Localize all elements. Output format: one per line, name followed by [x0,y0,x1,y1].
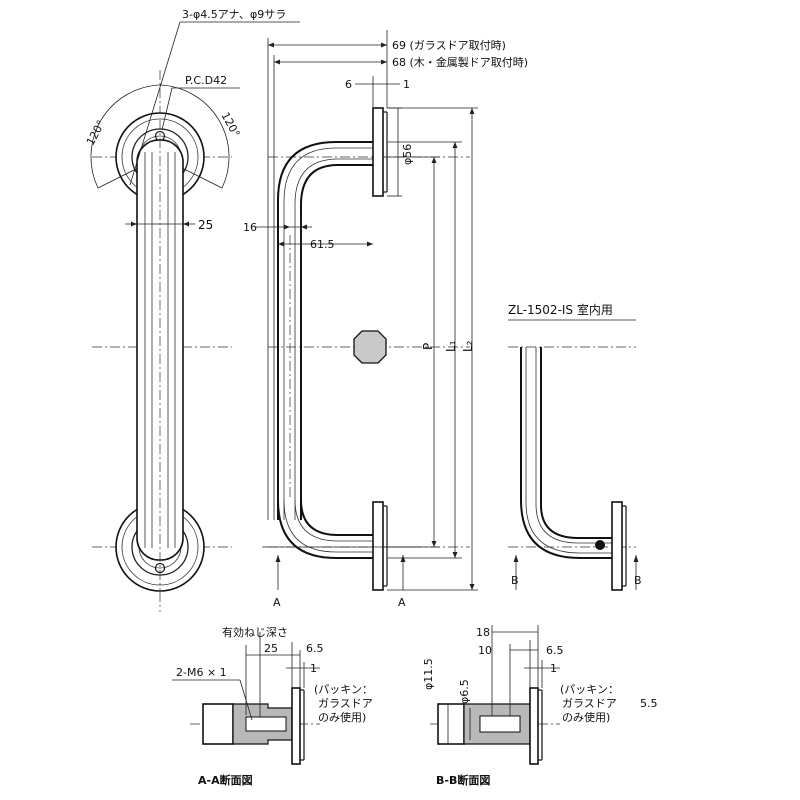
label-dim-L1: L₁ [444,340,458,352]
label-bb-10: 10 [478,644,492,657]
top-flange [372,107,384,197]
label-pcd: P.C.D42 [185,74,227,87]
label-bb-18: 18 [476,626,490,639]
label-hole-spec: 3-φ4.5アナ、φ9サラ [182,8,286,21]
label-dim-1-top: 1 [403,78,410,91]
label-section-a-right: A [398,596,406,609]
label-aa-1: 1 [310,662,317,675]
label-dim-68: 68 (木・金属製ドア取付時) [392,55,528,69]
label-section-a-left: A [273,596,281,609]
label-bb-1: 1 [550,662,557,675]
label-bb-note-2: ガラスドア [562,697,617,710]
label-angle-left: 120° [84,118,108,148]
label-bb-phi11-5: φ11.5 [422,658,435,690]
label-aa-m6: 2-M6 × 1 [176,666,227,679]
section-b-b: 18 10 6.5 1 φ11.5 φ6.5 (パッキン： ガラスドア のみ使用… [422,625,658,787]
label-dim-61-5: 61.5 [310,238,335,251]
label-dim-phi56: φ56 [401,144,414,165]
bottom-flange [372,501,384,591]
label-variant-title: ZL-1502-IS 室内用 [508,302,613,317]
label-dim-16: 16 [243,221,257,234]
label-aa-25: 25 [264,642,278,655]
label-aa-title: A-A断面図 [198,773,253,787]
label-bb-5-5: 5.5 [640,697,658,710]
label-bb-note-1: (パッキン： [560,683,619,696]
label-dim-6: 6 [345,78,352,91]
side-view: 69 (ガラスドア取付時) 68 (木・金属製ドア取付時) 6 1 φ56 16… [243,30,528,609]
label-bb-title: B-B断面図 [436,773,490,787]
label-aa-note-2: ガラスドア [318,697,373,710]
label-aa-note-1: (パッキン： [314,683,373,696]
label-dim-L2: L₂ [461,340,475,352]
label-section-b-left: B [511,574,519,587]
label-section-b-right: B [634,574,642,587]
label-dim-P: P [421,343,435,350]
label-aa-6-5: 6.5 [306,642,324,655]
variant-flange [611,501,623,591]
label-bb-6-5: 6.5 [546,644,564,657]
section-a-a: 有効ねじ深さ 25 6.5 1 2-M6 × 1 (パッキン： ガラスドア のみ… [172,625,373,787]
label-aa-thread-depth: 有効ねじ深さ [222,625,288,639]
label-angle-right: 120° [219,110,243,140]
variant-view: ZL-1502-IS 室内用 B B [508,302,642,591]
label-bb-phi6-5: φ6.5 [458,679,471,704]
label-bb-note-3: のみ使用) [562,711,610,724]
label-dim-69: 69 (ガラスドア取付時) [392,39,506,52]
label-aa-note-3: のみ使用) [318,711,366,724]
label-width-25: 25 [198,218,213,232]
front-view: 3-φ4.5アナ、φ9サラ P.C.D42 120° 120° 25 [84,8,300,612]
cross-section-cap [353,330,387,364]
